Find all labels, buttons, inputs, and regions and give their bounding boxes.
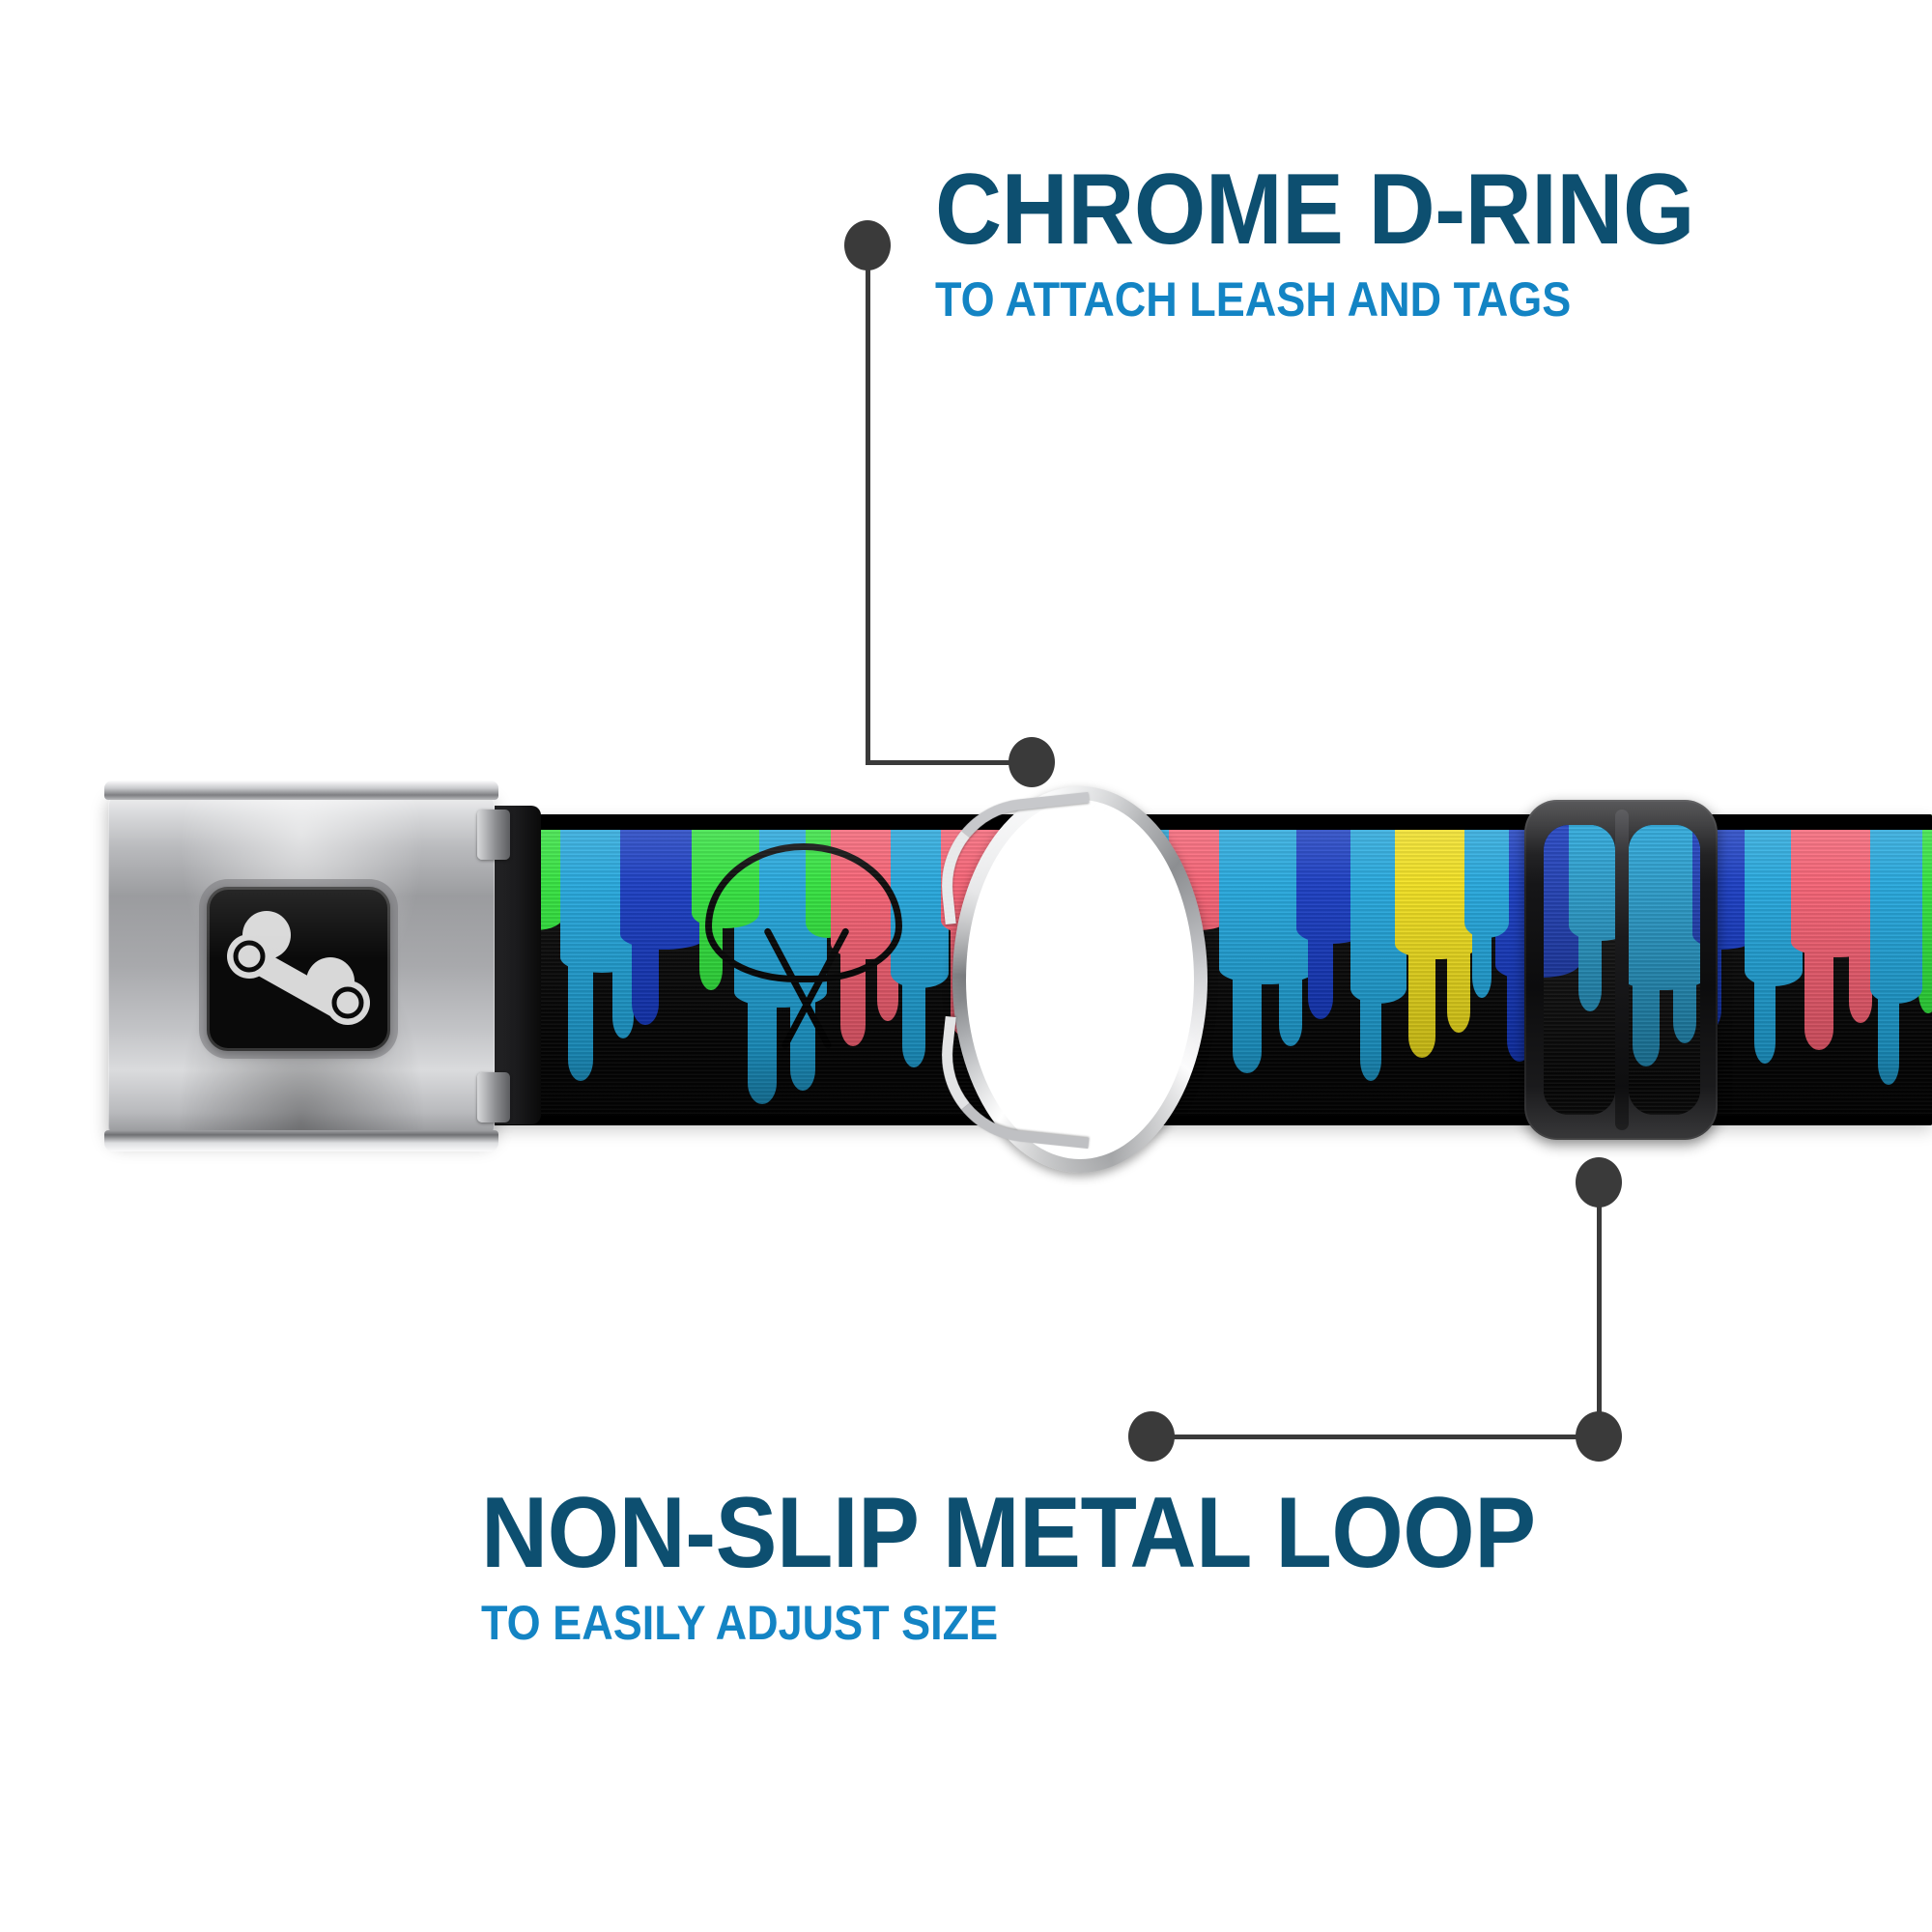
metal-loop-slot-left — [1544, 825, 1615, 1115]
paint-drip-run — [1360, 814, 1381, 1081]
leader-dot-metal-loop-corner — [1576, 1411, 1622, 1462]
paint-drip-run — [1578, 825, 1602, 1011]
buckle-hinge-tab-top — [477, 810, 510, 860]
d-ring-second-wire-top — [933, 791, 1100, 925]
paint-drip-run — [1472, 814, 1492, 998]
d-ring-highlight — [952, 786, 1208, 1173]
d-ring-second-wire-bottom — [933, 1015, 1100, 1150]
paint-drip-run — [1754, 814, 1776, 1064]
webbing-weave-texture — [1629, 825, 1700, 1115]
metal-loop-slot-right-pattern — [1629, 825, 1700, 1115]
paint-drip — [1692, 825, 1700, 950]
metal-loop-slot-right — [1629, 825, 1700, 1115]
buckle-hinge-tab-bottom — [477, 1072, 510, 1122]
leader-dot-d-ring-target — [1009, 737, 1055, 787]
paint-drip — [620, 814, 709, 1025]
metal-loop-center-bar — [1615, 810, 1629, 1130]
scribble-doodle — [705, 843, 902, 982]
leader-dot-metal-loop-target — [1576, 1157, 1622, 1208]
paint-drip — [1629, 825, 1700, 1066]
leader-dot-metal-loop-text — [1128, 1411, 1175, 1462]
leader-line-vertical-metal-loop — [1597, 1180, 1602, 1439]
leader-line-horizontal-metal-loop — [1151, 1435, 1602, 1439]
paint-drip-run — [632, 814, 659, 1025]
paint-drip-run — [1849, 814, 1872, 1023]
webbing-weave-texture — [1544, 825, 1615, 1115]
paint-drip-run — [1408, 814, 1435, 1058]
paint-drip — [1791, 814, 1884, 1050]
paint-drip-run — [1633, 825, 1660, 1066]
callout-non-slip-metal-loop: NON-SLIP METAL LOOP TO EASILY ADJUST SIZ… — [481, 1477, 1628, 1650]
leader-dot-d-ring-text — [844, 220, 891, 270]
buckle-top-rim — [104, 781, 498, 800]
chrome-seatbelt-buckle — [100, 771, 541, 1157]
paint-drip — [891, 814, 949, 1067]
chrome-d-ring — [925, 773, 1215, 1173]
buckle-bottom-rim — [104, 1130, 498, 1151]
callout-chrome-d-ring: CHROME D-RING TO ATTACH LEASH AND TAGS — [935, 154, 1760, 327]
dog-bone-icon — [227, 911, 370, 1025]
paint-drip-run — [1878, 814, 1899, 1085]
paint-drip-run — [1308, 814, 1333, 1019]
leader-line-horizontal-d-ring — [866, 760, 1036, 765]
webbing-bottom-edge — [415, 1116, 1932, 1125]
leader-line-vertical-d-ring — [866, 243, 870, 765]
buckle-window-gloss — [207, 887, 390, 959]
metal-loop-slot-left-pattern — [1544, 825, 1615, 1115]
paint-drip-run — [1804, 814, 1833, 1050]
paint-drip — [1870, 814, 1922, 1085]
paint-drip — [560, 814, 643, 1081]
callout-subline-non-slip-metal-loop: TO EASILY ADJUST SIZE — [481, 1595, 999, 1650]
paint-drip-run — [902, 814, 925, 1067]
paint-drip — [1569, 825, 1615, 1011]
callout-headline-chrome-d-ring: CHROME D-RING — [935, 154, 1694, 266]
tri-glide-metal-loop — [1524, 800, 1718, 1140]
paint-drip-run — [568, 814, 593, 1081]
callout-headline-non-slip-metal-loop: NON-SLIP METAL LOOP — [481, 1477, 1536, 1589]
callout-subline-chrome-d-ring: TO ATTACH LEASH AND TAGS — [935, 271, 1572, 327]
paint-drip — [1464, 814, 1509, 998]
buckle-logo-window — [207, 887, 390, 1051]
scribble-doodle-x — [763, 926, 850, 1050]
paint-drip-run — [1233, 814, 1262, 1073]
